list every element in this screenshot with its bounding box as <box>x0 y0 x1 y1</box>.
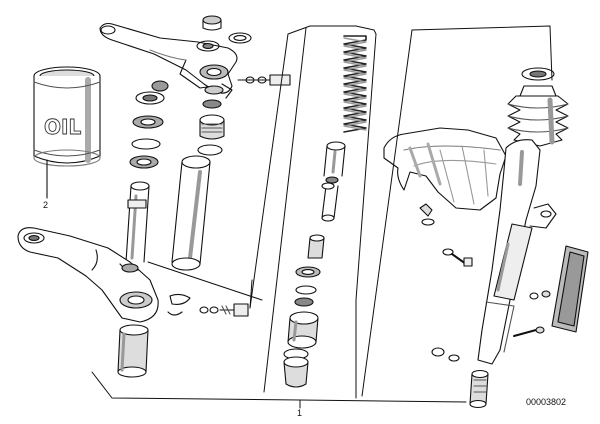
slider-leg <box>477 139 557 365</box>
lower-fork-bridge <box>17 227 159 323</box>
callout-2: 2 <box>43 200 48 210</box>
oil-can: OIL <box>33 66 101 167</box>
oil-can-label: OIL <box>44 115 81 139</box>
small-fasteners <box>419 203 551 362</box>
drawing-number: 00003802 <box>526 397 566 407</box>
reflector <box>551 245 589 333</box>
callout-1: 1 <box>297 408 302 418</box>
axle-sleeve <box>469 369 489 409</box>
fork-spring <box>343 35 367 133</box>
lower-clamp-bolt <box>167 293 249 317</box>
lower-sleeve <box>117 324 149 378</box>
fork-tube <box>171 155 211 271</box>
damper-rod <box>321 141 346 222</box>
rubber-boot <box>507 67 569 147</box>
steering-bearing-stack <box>129 80 169 169</box>
callout-frame <box>91 25 553 409</box>
damper-parts <box>294 234 325 307</box>
washer-top <box>228 32 252 44</box>
upper-fork-bridge <box>99 22 238 99</box>
fender-mudguard <box>383 127 507 211</box>
damper-valve-body <box>287 311 319 349</box>
top-cap-nut <box>202 15 222 31</box>
clamp-bolt-upper <box>237 74 291 86</box>
upper-clamp-parts <box>197 99 225 156</box>
bottom-cup <box>283 348 309 388</box>
steering-stem <box>125 181 150 263</box>
